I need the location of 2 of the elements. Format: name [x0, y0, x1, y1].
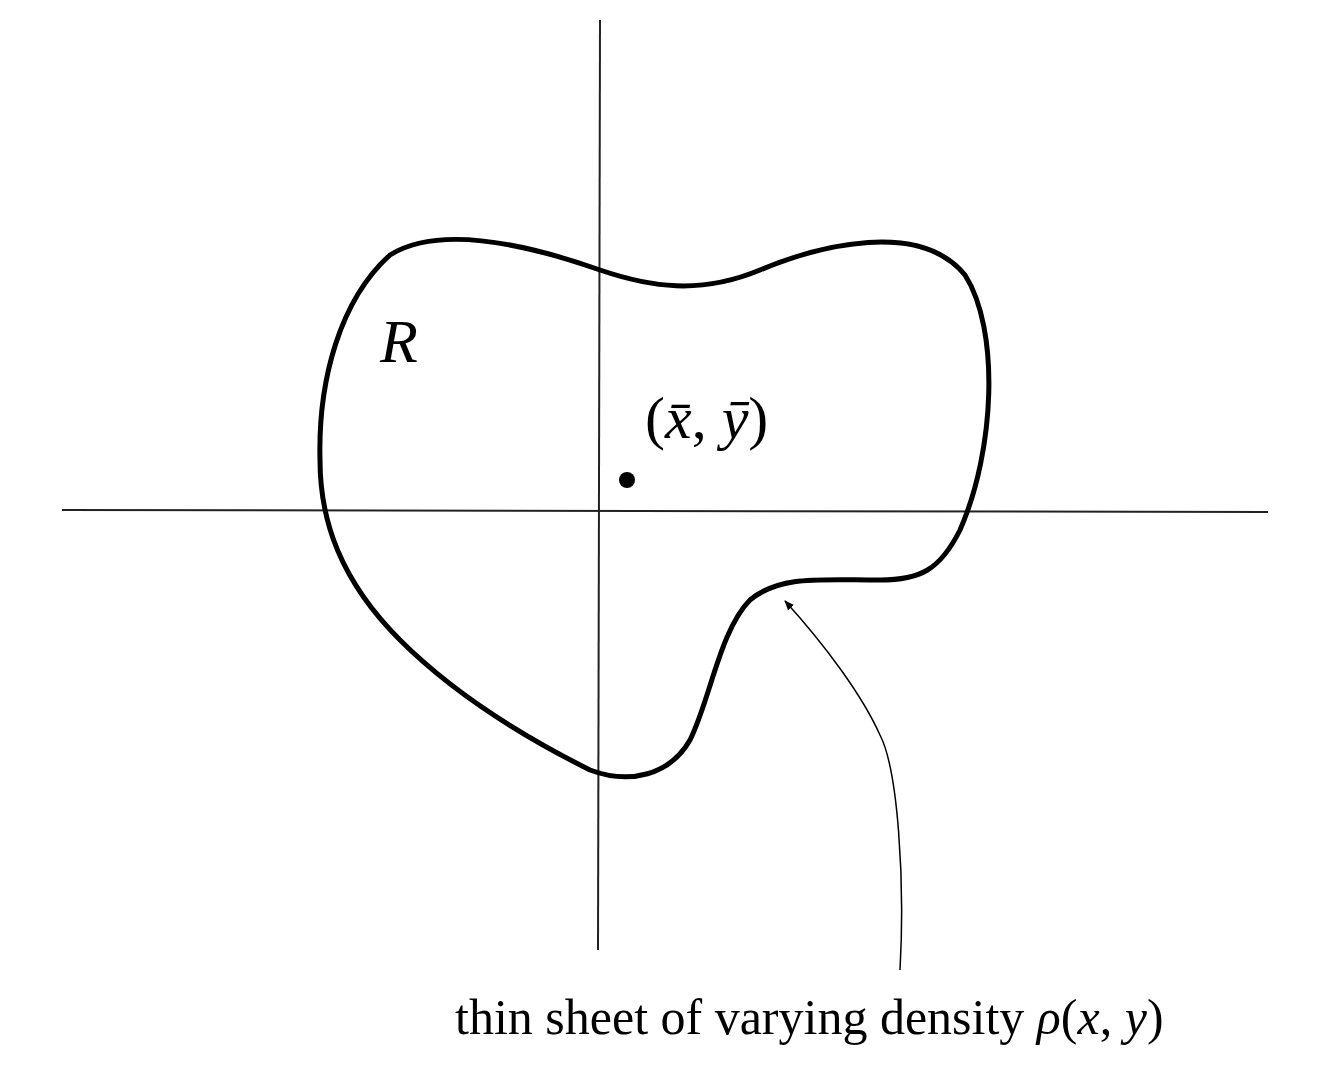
leader-line: [784, 600, 903, 971]
region-label: R: [380, 310, 418, 372]
